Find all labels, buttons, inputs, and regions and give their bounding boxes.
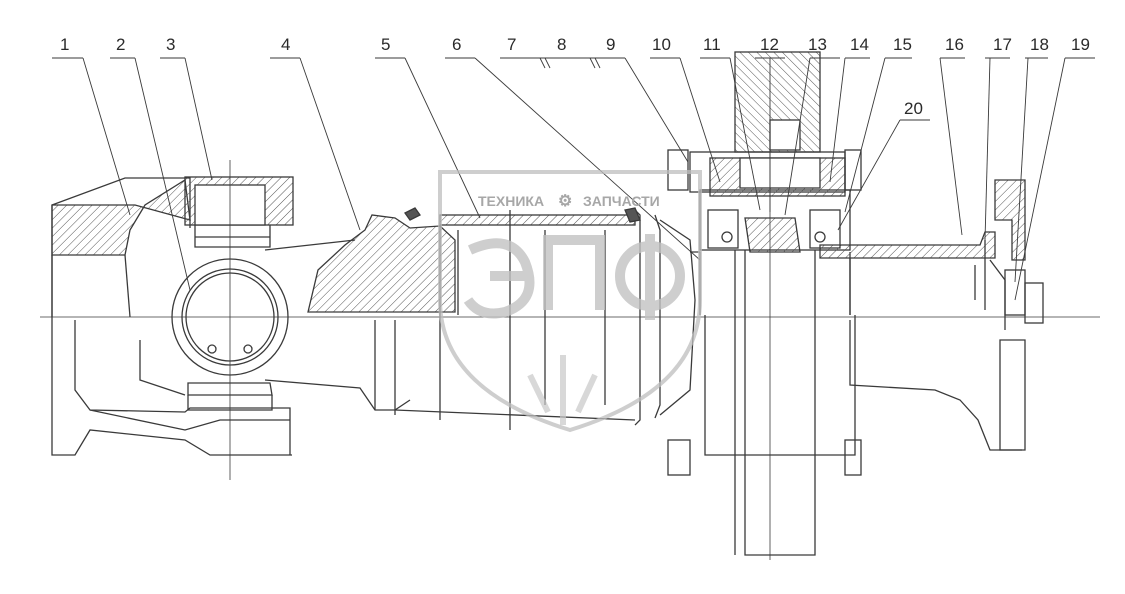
bearing-cup-part-3 — [184, 160, 294, 480]
yoke-part-4 — [264, 214, 456, 415]
watermark-text-left: ТЕХНИКА — [478, 193, 545, 209]
callout-11: 11 — [703, 35, 721, 54]
callout-12: 12 — [760, 35, 779, 54]
callout-3: 3 — [166, 35, 176, 54]
yoke-part-1 — [51, 177, 292, 456]
callout-7: 7 — [507, 35, 517, 54]
callout-14: 14 — [850, 35, 869, 54]
callout-18: 18 — [1030, 35, 1049, 54]
callout-2: 2 — [116, 35, 126, 54]
shaft-tube-part-5 — [394, 207, 696, 430]
flange-assembly-parts-9-11 — [667, 51, 862, 560]
callout-9: 9 — [606, 35, 616, 54]
end-cap-parts-17-19 — [989, 179, 1044, 451]
callout-17: 17 — [993, 35, 1012, 54]
cross-spider-part-2 — [171, 258, 289, 411]
callout-8: 8 — [557, 35, 567, 54]
watermark-text-right: ЗАПЧАСТИ — [583, 193, 660, 209]
callout-13: 13 — [808, 35, 827, 54]
callout-4: 4 — [281, 35, 291, 54]
gear-icon: ⚙ — [558, 193, 573, 210]
callout-1: 1 — [60, 35, 70, 54]
callout-5: 5 — [381, 35, 391, 54]
callout-16: 16 — [945, 35, 964, 54]
shaft-part-16 — [819, 231, 1022, 451]
callout-19: 19 — [1071, 35, 1090, 54]
watermark-wheat-icon — [527, 355, 598, 425]
watermark-shield — [438, 170, 702, 433]
leader-lines — [52, 57, 1095, 301]
callout-6: 6 — [452, 35, 462, 54]
callout-10: 10 — [652, 35, 671, 54]
callout-20: 20 — [904, 99, 923, 118]
callout-15: 15 — [893, 35, 912, 54]
watermark-logo-letters — [463, 234, 685, 320]
